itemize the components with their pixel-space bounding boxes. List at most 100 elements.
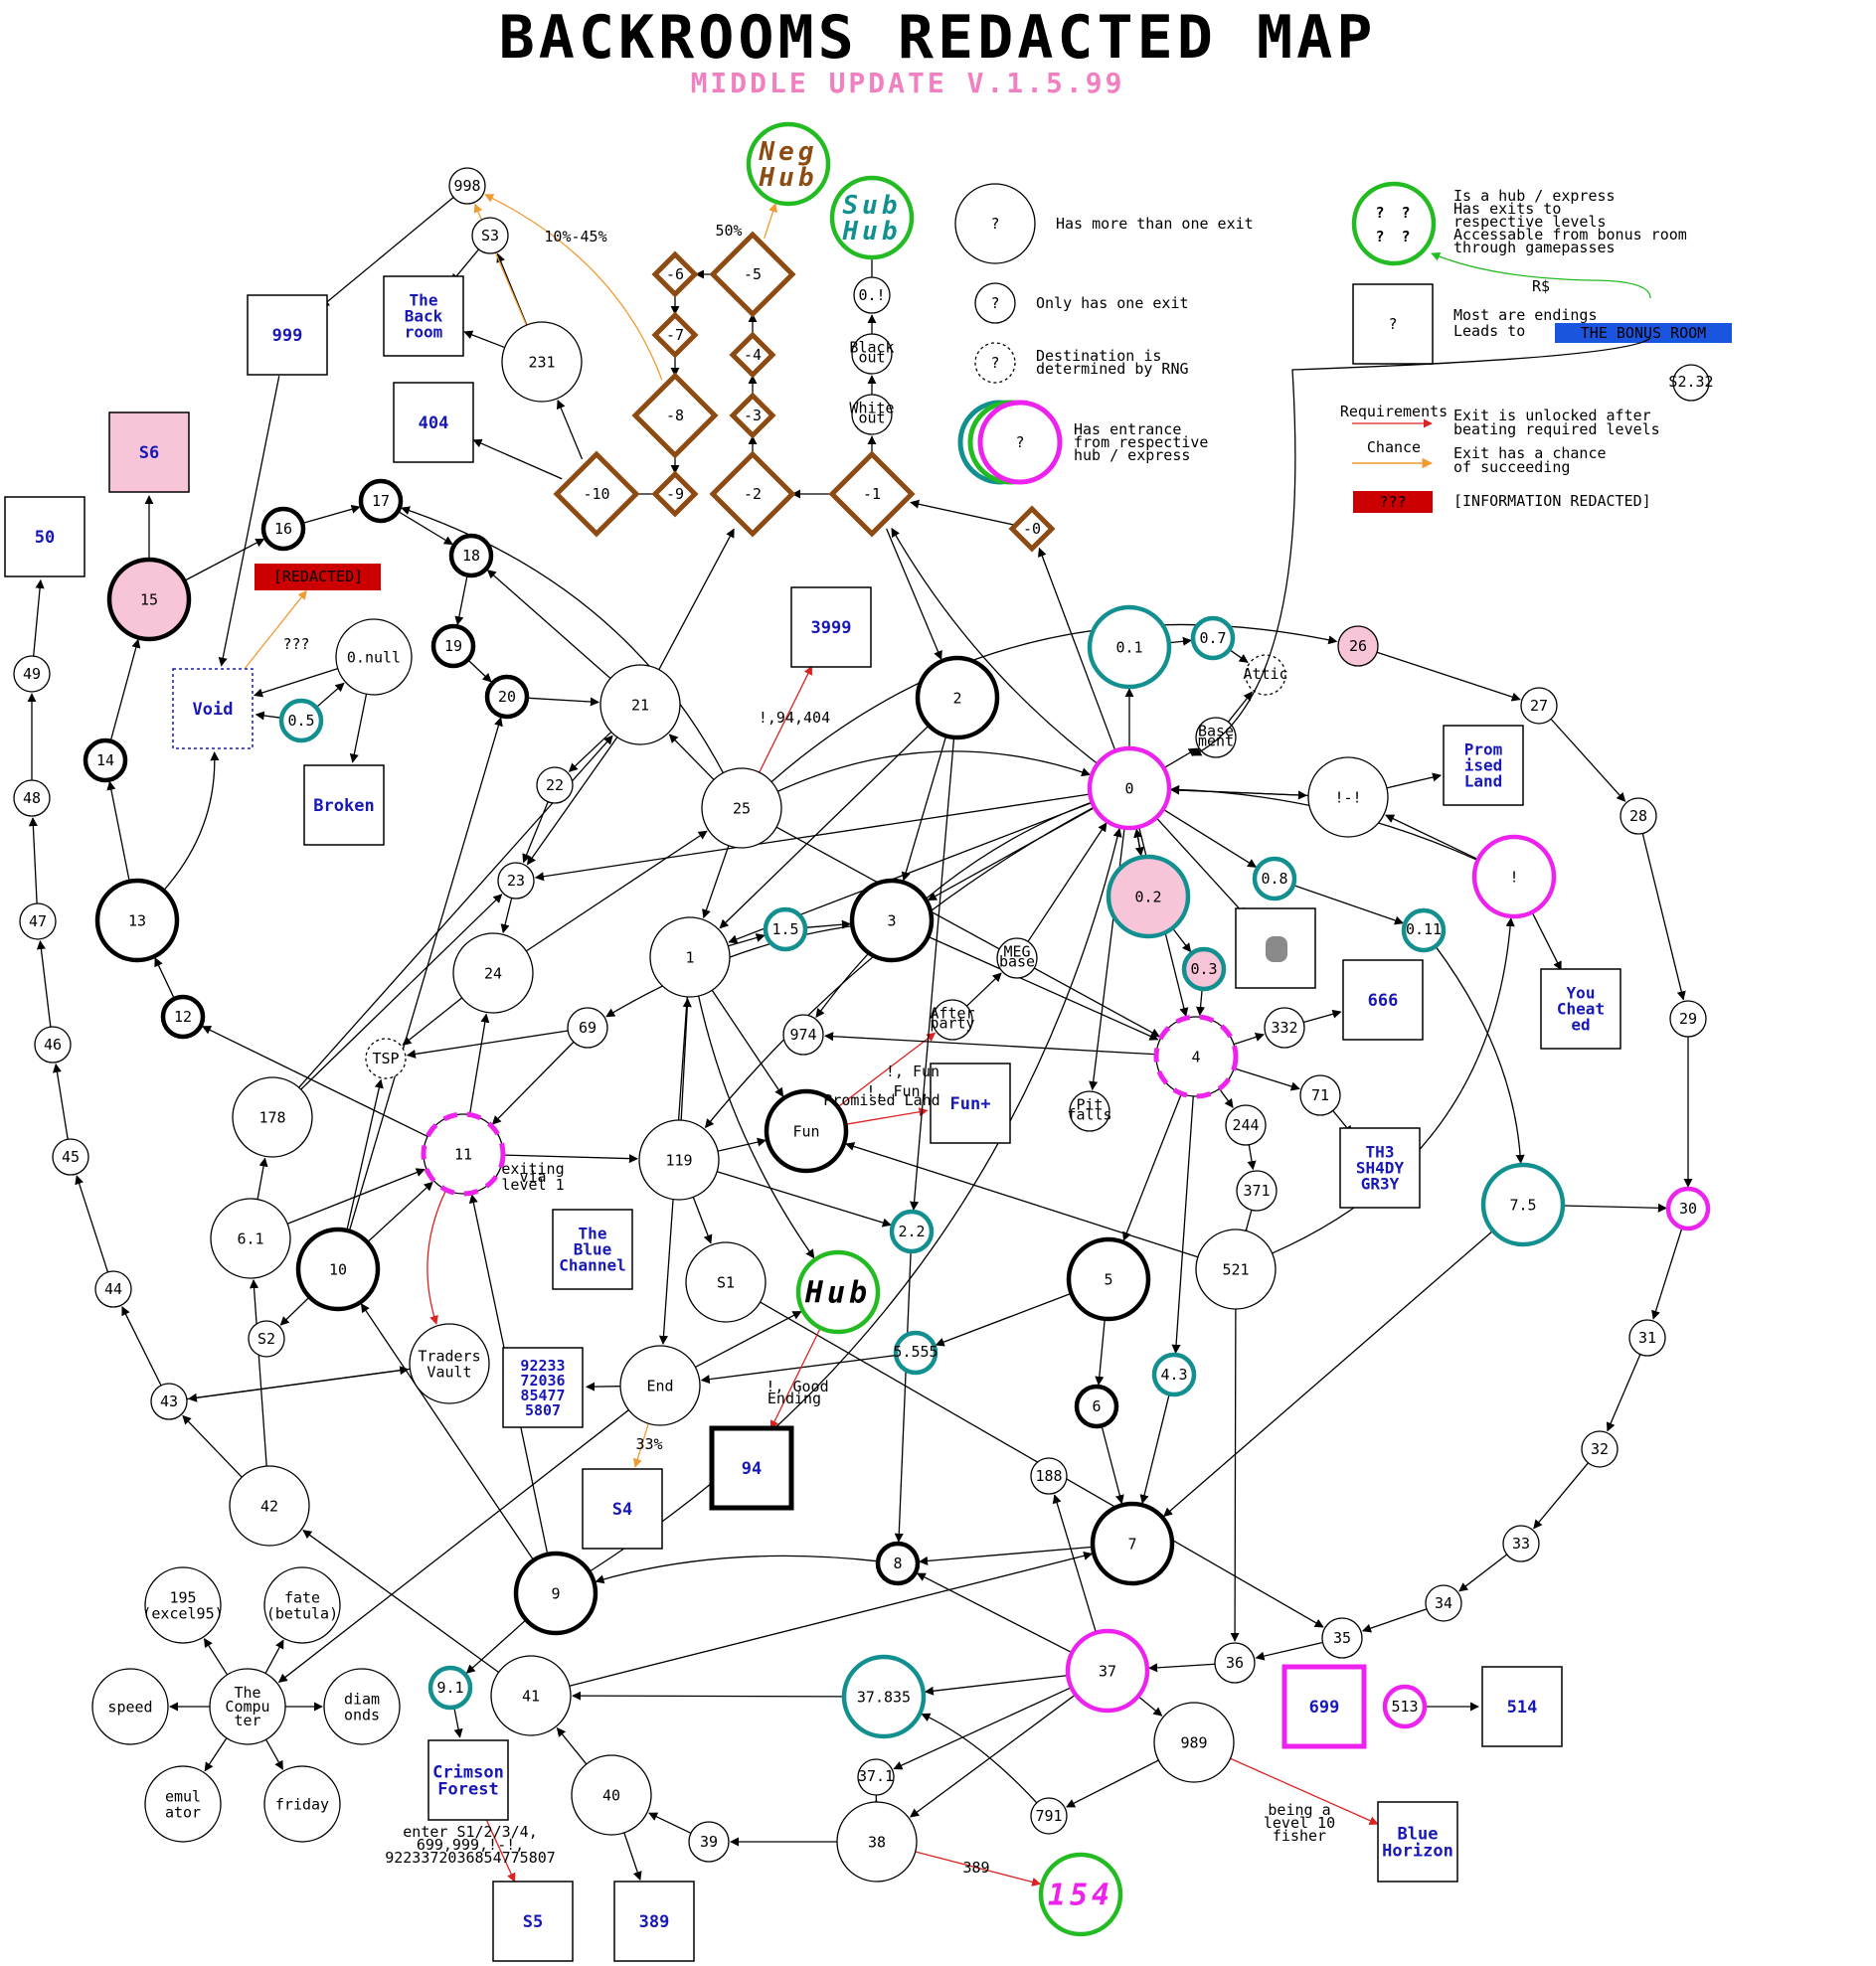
n75-label: 7.5 (1509, 1197, 1536, 1215)
edge-149 (366, 1181, 433, 1243)
edge-37 (106, 780, 130, 882)
edge-35 (400, 506, 724, 773)
node-n34 (1425, 1584, 1462, 1622)
node-n46 (34, 1026, 72, 1064)
diamond--9 (651, 470, 699, 518)
edge-92 (1155, 817, 1247, 917)
annotation-pct_10_45: 10%-45% (544, 228, 606, 246)
sq3999-label: 3999 (811, 618, 852, 638)
edge-32 (467, 659, 492, 683)
edge-22 (910, 499, 1014, 526)
edge-56 (500, 898, 513, 934)
edge-119 (845, 1142, 1199, 1258)
legend-s232 (1672, 364, 1710, 402)
edge-33 (526, 697, 599, 707)
square-sq94 (709, 1425, 794, 1511)
node-n244 (1225, 1104, 1267, 1146)
edge-57 (527, 737, 618, 866)
edge-115 (1218, 1088, 1234, 1108)
edge-162 (256, 1157, 268, 1200)
node-n38 (836, 1801, 918, 1883)
sq94-label: 94 (742, 1459, 762, 1479)
n16-label: 16 (274, 520, 292, 538)
nS1-label: S1 (717, 1274, 735, 1292)
edge-23 (1037, 547, 1116, 751)
node-n9 (513, 1551, 598, 1636)
edge-66 (1641, 833, 1686, 1001)
node-n07 (1190, 615, 1236, 661)
diamond-label: -7 (666, 326, 684, 344)
edge-83 (1196, 988, 1206, 1017)
edge-31 (454, 574, 468, 626)
diamond--1 (828, 450, 916, 538)
square-sqhorizon (1377, 1801, 1458, 1883)
sqprom-label: Prom (1464, 740, 1503, 759)
sq699-label: 699 (1309, 1698, 1340, 1718)
node-nemul (144, 1765, 222, 1843)
edge-16 (484, 194, 663, 381)
node-n16 (260, 506, 306, 552)
neghub-label: Hub (759, 163, 818, 193)
ntraders-label: Traders (418, 1348, 480, 1366)
edge-93 (719, 725, 930, 929)
edge-178 (1230, 1757, 1379, 1825)
sqblue-label: The (579, 1225, 607, 1243)
edge-153 (502, 1154, 638, 1164)
edge-156 (491, 1041, 575, 1125)
edge-102 (698, 995, 815, 1259)
edge-122 (1171, 1095, 1194, 1354)
edge-103 (717, 1137, 767, 1152)
node-nOdot (853, 276, 891, 314)
node-nend (619, 1345, 701, 1426)
square-sqcrimson (427, 1739, 509, 1821)
diamond--4 (729, 331, 776, 379)
legend-text: Most are endings (1453, 306, 1598, 324)
node-n36 (1214, 1642, 1256, 1684)
edge-6 (472, 438, 563, 480)
annotation-fun_label: !, Fun (886, 1063, 939, 1080)
n01-label: 0.1 (1115, 639, 1142, 657)
edge-138 (921, 1713, 1038, 1804)
node-n0 (1087, 745, 1172, 831)
sqcrimson-label: Crimson (432, 1762, 504, 1782)
edge-108 (845, 1107, 929, 1125)
edge-172 (426, 1189, 447, 1325)
node-n47 (19, 902, 57, 940)
edge-40 (254, 667, 339, 698)
n08-label: 0.8 (1261, 870, 1287, 888)
node-nafter (932, 999, 973, 1041)
edge-45 (238, 589, 307, 677)
n61-label: 6.1 (237, 1230, 263, 1248)
node-n08 (1252, 856, 1297, 901)
hub-subhub (829, 175, 915, 260)
n47-label: 47 (29, 912, 47, 930)
legend-rs-arrow (1431, 251, 1651, 299)
node-n231 (501, 321, 583, 403)
sqgrey-label: TH3 (1366, 1143, 1395, 1162)
n8-label: 8 (893, 1555, 902, 1572)
edge-60 (759, 665, 813, 773)
edge-59 (668, 734, 715, 780)
nBlack-label: Black (849, 339, 894, 357)
n41-label: 41 (522, 1688, 540, 1706)
edge-25 (886, 528, 942, 661)
node-n37 (1065, 1628, 1150, 1714)
node-ntraders (409, 1323, 490, 1404)
diamond-label: -5 (744, 265, 762, 283)
edge-81 (1133, 828, 1143, 858)
node-n48 (13, 779, 51, 817)
nmeg-label: base (999, 953, 1035, 971)
edge-42 (255, 711, 282, 721)
square-sqbig (502, 1347, 584, 1428)
node-n371b (1236, 1170, 1278, 1212)
edge-129 (894, 1250, 912, 1543)
node-nmeg (996, 937, 1038, 979)
edge-38 (162, 751, 220, 892)
edge-78 (1227, 691, 1253, 723)
n791-label: 791 (1035, 1807, 1062, 1825)
node-n61 (210, 1198, 291, 1279)
edge-182 (264, 1639, 284, 1674)
n3-label: 3 (887, 912, 896, 930)
legend-redacted-box (1353, 491, 1433, 513)
node-n49 (13, 655, 51, 693)
